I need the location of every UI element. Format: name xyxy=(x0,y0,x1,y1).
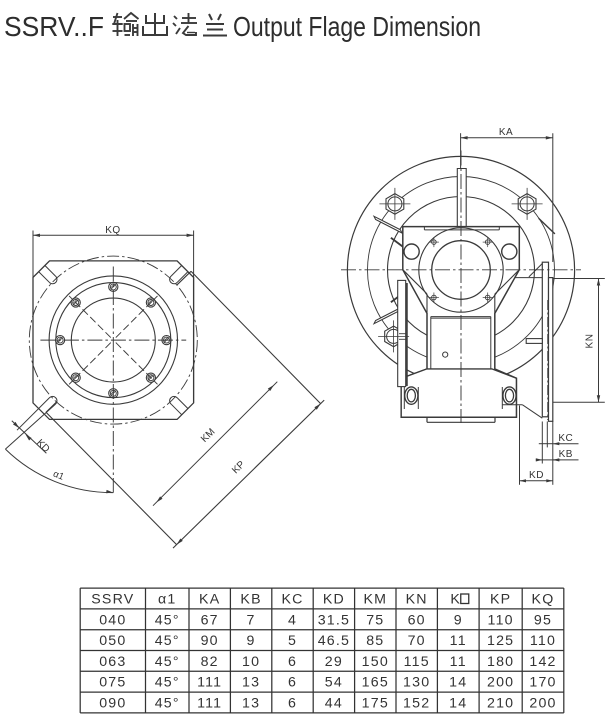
svg-text:11: 11 xyxy=(450,633,467,649)
svg-text:70: 70 xyxy=(408,633,426,649)
svg-text:110: 110 xyxy=(530,633,556,649)
svg-text:SSRV: SSRV xyxy=(91,592,134,608)
svg-text:KN: KN xyxy=(585,334,596,349)
svg-text:6: 6 xyxy=(288,675,297,691)
svg-text:7: 7 xyxy=(247,612,256,628)
svg-text:10: 10 xyxy=(242,654,260,670)
svg-text:9: 9 xyxy=(247,633,256,649)
svg-text:111: 111 xyxy=(197,696,222,712)
svg-text:13: 13 xyxy=(242,696,260,712)
svg-text:45°: 45° xyxy=(155,633,180,649)
svg-text:SSRV..F: SSRV..F xyxy=(4,11,104,42)
svg-text:115: 115 xyxy=(404,654,430,670)
svg-text:050: 050 xyxy=(99,633,126,649)
svg-text:111: 111 xyxy=(197,675,222,691)
svg-text:45°: 45° xyxy=(155,696,180,712)
svg-text:180: 180 xyxy=(487,654,514,670)
svg-text:KC: KC xyxy=(281,592,303,608)
svg-text:KD: KD xyxy=(323,592,345,608)
svg-text:11: 11 xyxy=(450,654,467,670)
svg-text:75: 75 xyxy=(366,612,384,628)
svg-text:45°: 45° xyxy=(155,612,180,628)
svg-text:152: 152 xyxy=(403,696,430,712)
svg-text:13: 13 xyxy=(242,675,260,691)
svg-text:130: 130 xyxy=(403,675,430,691)
svg-text:150: 150 xyxy=(362,654,389,670)
svg-text:45°: 45° xyxy=(155,675,180,691)
svg-text:090: 090 xyxy=(99,696,126,712)
svg-text:175: 175 xyxy=(362,696,389,712)
svg-text:KA: KA xyxy=(199,592,220,608)
svg-text:14: 14 xyxy=(449,675,467,691)
svg-text:95: 95 xyxy=(534,612,552,628)
svg-text:KQ: KQ xyxy=(105,225,120,236)
svg-text:Output Flage Dimension: Output Flage Dimension xyxy=(233,11,481,42)
svg-text:KB: KB xyxy=(240,592,261,608)
svg-text:45°: 45° xyxy=(155,654,180,670)
svg-text:165: 165 xyxy=(362,675,389,691)
svg-text:31.5: 31.5 xyxy=(318,612,350,628)
svg-text:90: 90 xyxy=(201,633,219,649)
svg-text:KC: KC xyxy=(558,433,573,444)
svg-text:α1: α1 xyxy=(158,592,177,608)
svg-text:200: 200 xyxy=(529,696,556,712)
svg-text:82: 82 xyxy=(201,654,219,670)
svg-text:54: 54 xyxy=(325,675,343,691)
svg-text:KD: KD xyxy=(529,470,544,481)
svg-text:110: 110 xyxy=(488,612,514,628)
svg-text:170: 170 xyxy=(529,675,556,691)
svg-text:142: 142 xyxy=(529,654,556,670)
svg-text:29: 29 xyxy=(325,654,343,670)
svg-text:040: 040 xyxy=(99,612,126,628)
svg-text:6: 6 xyxy=(288,654,297,670)
svg-text:46.5: 46.5 xyxy=(318,633,350,649)
svg-text:K: K xyxy=(450,592,461,608)
svg-text:44: 44 xyxy=(325,696,343,712)
svg-text:α1: α1 xyxy=(51,469,65,483)
svg-text:210: 210 xyxy=(487,696,514,712)
svg-text:200: 200 xyxy=(487,675,514,691)
svg-text:14: 14 xyxy=(449,696,467,712)
svg-text:KA: KA xyxy=(499,127,513,138)
svg-text:125: 125 xyxy=(487,633,514,649)
svg-text:KP: KP xyxy=(490,592,511,608)
svg-text:67: 67 xyxy=(201,612,219,628)
svg-text:9: 9 xyxy=(454,612,463,628)
svg-text:KN: KN xyxy=(406,592,428,608)
svg-text:KQ: KQ xyxy=(532,592,555,608)
svg-text:075: 075 xyxy=(99,675,126,691)
svg-text:85: 85 xyxy=(366,633,384,649)
svg-text:KM: KM xyxy=(363,592,387,608)
svg-text:5: 5 xyxy=(288,633,297,649)
svg-text:063: 063 xyxy=(99,654,126,670)
svg-text:KB: KB xyxy=(559,449,573,460)
svg-text:4: 4 xyxy=(288,612,297,628)
svg-text:6: 6 xyxy=(288,696,297,712)
svg-text:60: 60 xyxy=(408,612,426,628)
